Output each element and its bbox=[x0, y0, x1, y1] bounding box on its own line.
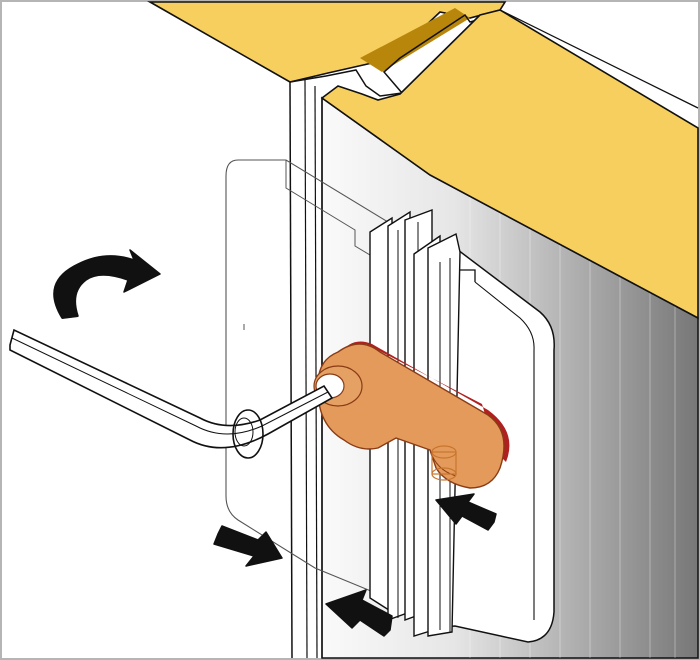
straight-push-arrow-icon-right-panel bbox=[435, 493, 497, 531]
right-panel-insulation-top bbox=[320, 9, 699, 320]
hex-key-entry-ring bbox=[232, 409, 264, 459]
cam-pin bbox=[431, 445, 457, 481]
hex-key bbox=[9, 328, 334, 459]
left-panel-edge-a bbox=[289, 81, 293, 659]
hex-key-entry-ring-inner bbox=[234, 417, 254, 447]
hex-key-bar bbox=[9, 328, 334, 449]
cam-hook-edge bbox=[340, 341, 510, 462]
straight-push-arrow-icon-bottom bbox=[325, 589, 393, 637]
right-housing-inner-edge bbox=[474, 281, 535, 620]
left-panel-groove-shadow bbox=[360, 8, 470, 72]
straight-push-arrow-icon-left-panel bbox=[213, 525, 283, 567]
curved-rotate-arrow-icon bbox=[53, 249, 161, 319]
left-panel-edge-c bbox=[314, 85, 318, 659]
left-sandwich-panel bbox=[146, 1, 507, 659]
left-lock-housing-step bbox=[285, 160, 376, 259]
left-lock-housing-outline bbox=[225, 159, 389, 599]
hex-key-bar-highlight bbox=[11, 337, 329, 435]
cam-hook-notch bbox=[429, 449, 457, 477]
right-panel-top-edge bbox=[499, 9, 699, 109]
left-panel-edge-b bbox=[304, 79, 308, 659]
